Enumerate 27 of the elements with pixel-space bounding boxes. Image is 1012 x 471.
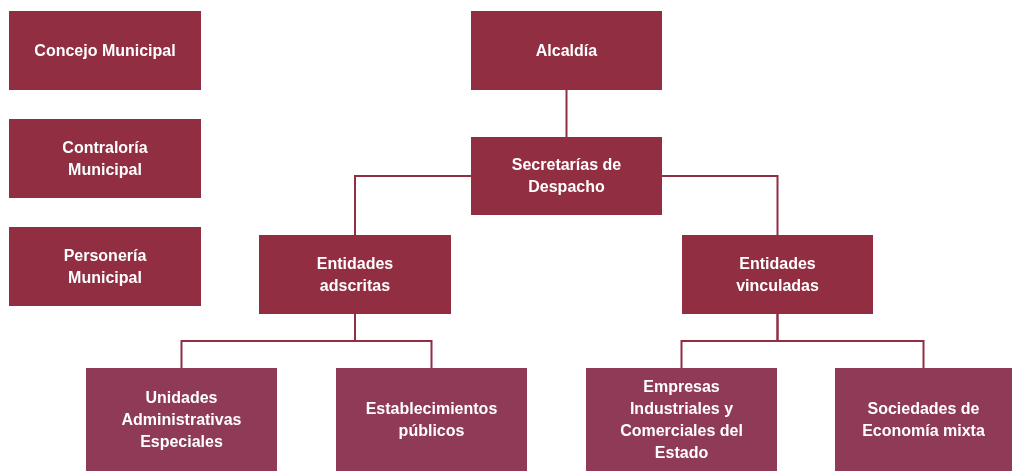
unit-label: Establecimientos públicos bbox=[364, 398, 499, 441]
org-unit-box bbox=[586, 368, 777, 471]
org-unit-box bbox=[835, 368, 1012, 471]
unit-label: Empresas Industriales y Comerciales del Estado bbox=[619, 376, 744, 463]
connector-line bbox=[354, 175, 472, 236]
org-unit-box bbox=[9, 11, 201, 90]
connector-line bbox=[565, 89, 568, 138]
org-unit-box bbox=[471, 137, 662, 215]
org-unit-box bbox=[86, 368, 277, 471]
unit-label: Entidades adscritas bbox=[315, 253, 395, 296]
unit-label: Sociedades de Economía mixta bbox=[861, 398, 986, 441]
org-unit-box bbox=[9, 227, 201, 306]
connector-line bbox=[776, 313, 925, 369]
org-unit-box bbox=[259, 235, 451, 314]
unit-label: Personería Municipal bbox=[62, 245, 148, 288]
unit-label: Unidades Administrativas Especiales bbox=[120, 387, 243, 452]
unit-label: Contraloría Municipal bbox=[61, 137, 149, 180]
unit-label: Entidades vinculadas bbox=[735, 253, 820, 296]
org-unit-box bbox=[682, 235, 873, 314]
unit-label: Secretarías de Despacho bbox=[510, 155, 623, 197]
org-unit-box bbox=[471, 11, 662, 90]
org-unit-box bbox=[336, 368, 527, 471]
unit-label: Concejo Municipal bbox=[34, 40, 176, 61]
connector-line bbox=[661, 175, 779, 236]
connector-line bbox=[354, 313, 433, 369]
org-unit-box bbox=[9, 119, 201, 198]
unit-label: Alcaldía bbox=[535, 40, 598, 61]
